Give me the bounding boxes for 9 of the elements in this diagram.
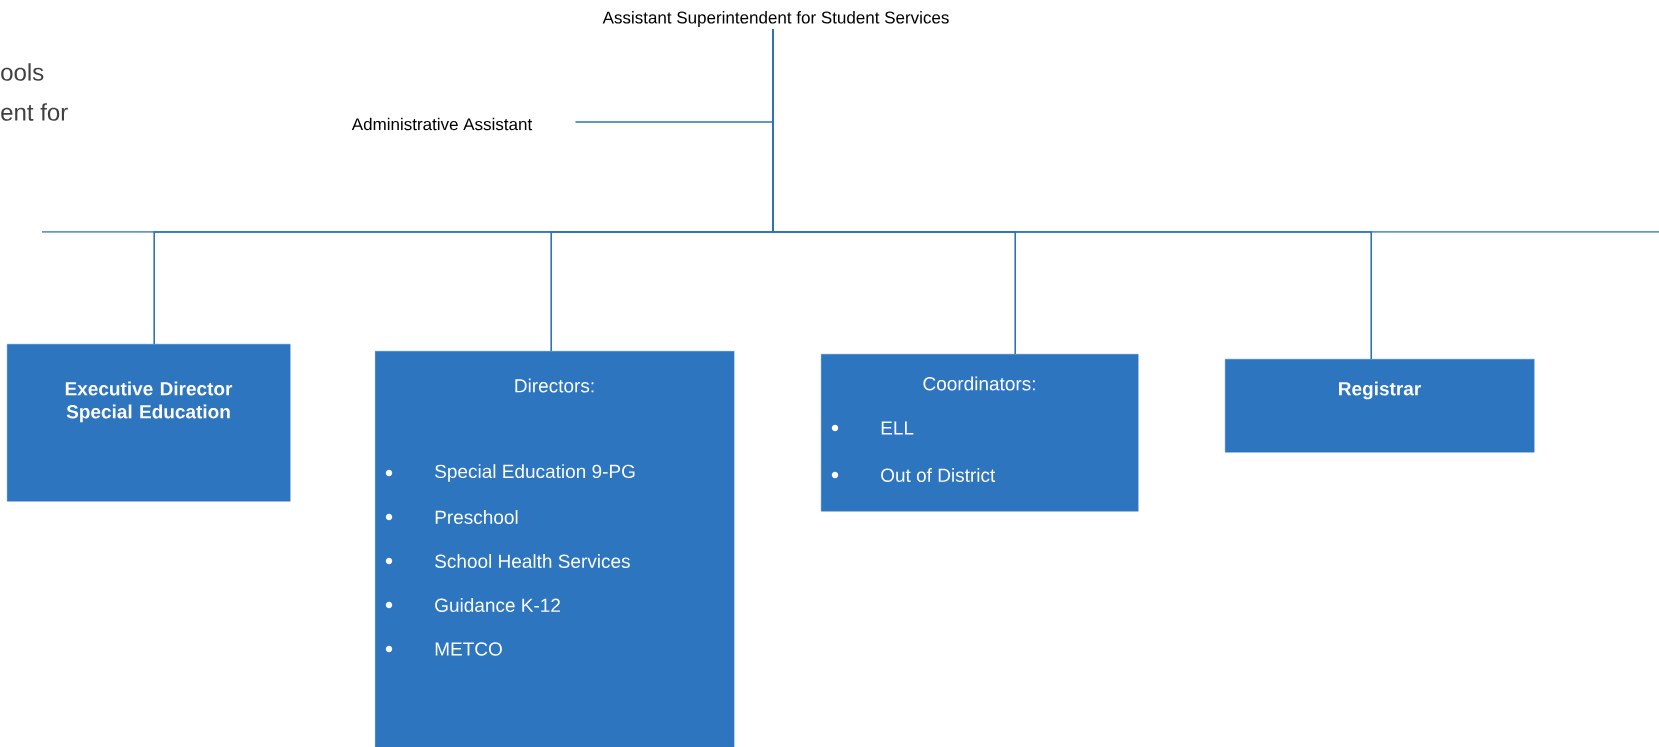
org-box: Directors: Special Education 9-PG Preschool School Health Services Guidance K-12 METCO xyxy=(375,351,735,747)
connector-line xyxy=(772,28,1372,360)
org-box: Executive Director Special Education xyxy=(7,344,291,502)
title-text: Assistant Superintendent for Student Services xyxy=(602,11,949,27)
org-box: Registrar xyxy=(1225,359,1535,453)
org-box: Coordinators: ELL Out of District xyxy=(821,354,1139,512)
role-text: Administrative Assistant xyxy=(351,117,533,131)
text-fragment: ent for xyxy=(1,103,68,121)
text-fragment: ools xyxy=(1,63,44,81)
